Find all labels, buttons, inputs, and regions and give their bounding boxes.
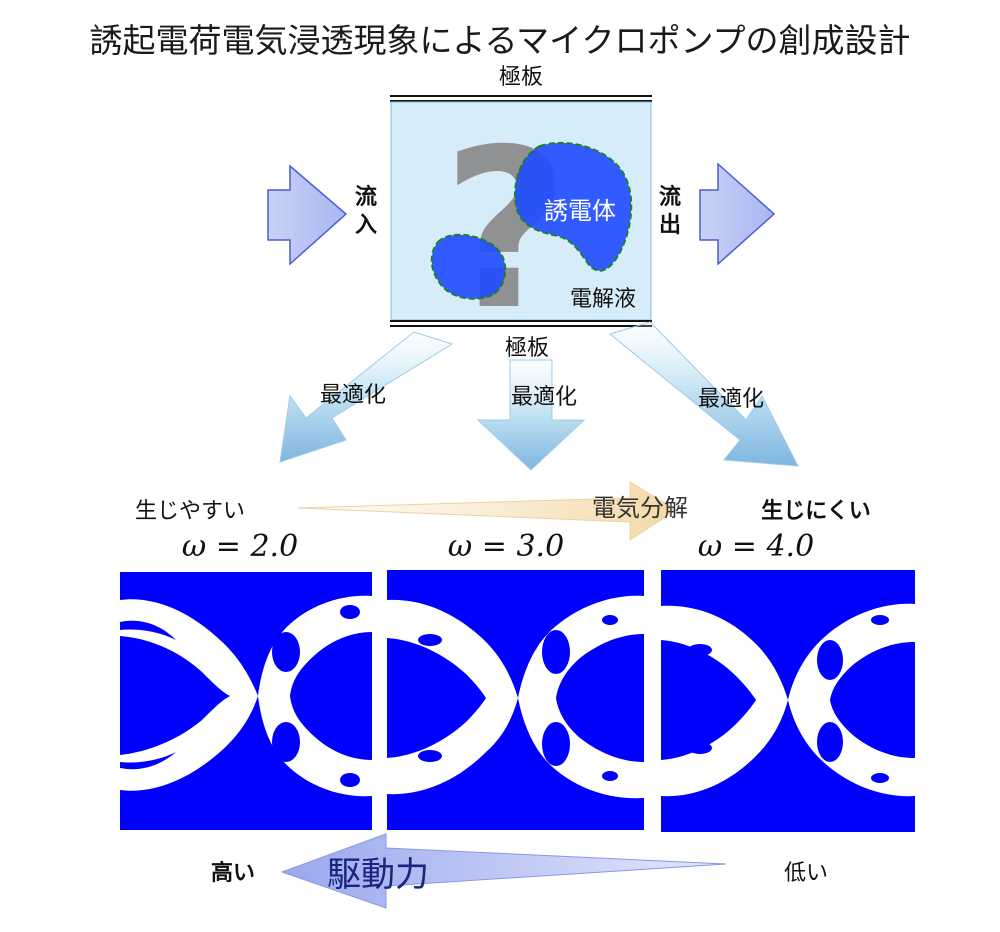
omega-label-1: ω = 2.0 bbox=[182, 529, 298, 564]
dielectric-blob-large bbox=[514, 142, 633, 272]
electrolysis-right-label: 生じにくい bbox=[761, 499, 871, 524]
result-panel-omega-3 bbox=[387, 570, 644, 830]
outflow-label: 流 bbox=[659, 184, 681, 210]
result-panel-omega-2 bbox=[120, 572, 372, 830]
optimize-arrow-center bbox=[476, 359, 586, 471]
driving-force-arrow-label: 駆動力 bbox=[327, 855, 429, 895]
top-electrode-plate bbox=[390, 95, 652, 102]
electrolysis-arrow bbox=[297, 481, 677, 541]
inflow-label-line2: 入 bbox=[355, 213, 377, 238]
bottom-plate-label: 極板 bbox=[505, 336, 549, 361]
omega-label-2: ω = 3.0 bbox=[448, 529, 564, 564]
bottom-electrode-plate bbox=[390, 320, 652, 327]
optimize-arrow-right bbox=[608, 321, 799, 467]
driving-force-high-label: 高い bbox=[211, 860, 255, 886]
electrolyte-label: 電解液 bbox=[570, 287, 636, 312]
optimize-arrow-left bbox=[279, 331, 454, 463]
driving-force-low-label: 低い bbox=[784, 861, 828, 886]
top-plate-label: 極板 bbox=[499, 65, 543, 90]
electrolysis-left-label: 生じやすい bbox=[135, 499, 245, 524]
omega-label-3: ω = 4.0 bbox=[698, 529, 814, 564]
dielectric-blob-small bbox=[430, 233, 507, 300]
optimize-label-left: 最適化 bbox=[320, 383, 386, 408]
outflow-arrow bbox=[699, 162, 776, 266]
optimize-label-center: 最適化 bbox=[511, 385, 577, 410]
inflow-arrow bbox=[267, 164, 348, 266]
outflow-label-line2: 出 bbox=[659, 213, 681, 238]
optimize-label-right: 最適化 bbox=[698, 387, 764, 412]
dielectric-label: 誘電体 bbox=[544, 197, 616, 225]
page-title: 誘起電荷電気浸透現象によるマイクロポンプの創成設計 bbox=[89, 21, 910, 60]
inflow-label: 流 bbox=[355, 184, 377, 210]
electrolysis-arrow-label: 電気分解 bbox=[592, 494, 688, 522]
result-panel-omega-4 bbox=[661, 570, 915, 832]
driving-force-arrow bbox=[280, 833, 727, 909]
